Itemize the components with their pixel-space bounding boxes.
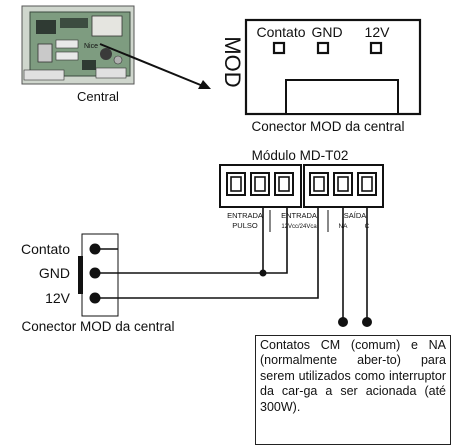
pin-12v-square	[369, 41, 383, 55]
module-terminal-block	[219, 164, 384, 232]
top-connector-caption: Conector MOD da central	[251, 119, 404, 134]
group-label-voltage: 12Vcc/24Vca	[281, 224, 317, 230]
mod-side-label: MOD	[220, 36, 245, 87]
bottom-pin-label-12v: 12V	[45, 290, 71, 306]
module-title: Módulo MD-T02	[252, 148, 349, 163]
terminal-screw	[333, 172, 353, 196]
top-pin-label-contato: Contato	[256, 24, 305, 40]
group-label-entrada-2: ENTRADA	[281, 211, 317, 220]
top-pin-label-12v: 12V	[365, 24, 391, 40]
group-label-pulso: PULSO	[232, 221, 258, 230]
central-board-image: Nice	[21, 5, 135, 85]
top-mod-connector	[244, 18, 422, 116]
pin-contato-square	[272, 41, 286, 55]
wire-12v	[95, 207, 319, 299]
central-caption: Central	[77, 89, 119, 104]
note-text: Contatos CM (comum) e NA (normalmente ab…	[260, 338, 446, 414]
wire-gnd-to-power	[263, 207, 288, 274]
bottom-pin-label-gnd: GND	[39, 265, 70, 281]
bottom-mod-connector	[78, 233, 119, 317]
group-label-entrada-1: ENTRADA	[227, 211, 263, 220]
bottom-pin-label-contato: Contato	[21, 241, 70, 257]
top-pin-label-gnd: GND	[311, 24, 342, 40]
pin-gnd-square	[316, 41, 330, 55]
bottom-connector-caption: Conector MOD da central	[21, 319, 174, 334]
terminal-screw	[309, 172, 329, 196]
board-brand-label: Nice	[84, 43, 98, 50]
output-contacts-note: Contatos CM (comum) e NA (normalmente ab…	[255, 335, 451, 445]
junction-dots	[259, 269, 372, 327]
wires	[95, 207, 368, 322]
group-label-saida: SAÍDA	[344, 211, 367, 220]
terminal-screw	[226, 172, 246, 196]
terminal-screw	[357, 172, 377, 196]
terminal-screw	[250, 172, 270, 196]
pointer-arrow	[99, 43, 211, 89]
terminal-screw	[274, 172, 294, 196]
